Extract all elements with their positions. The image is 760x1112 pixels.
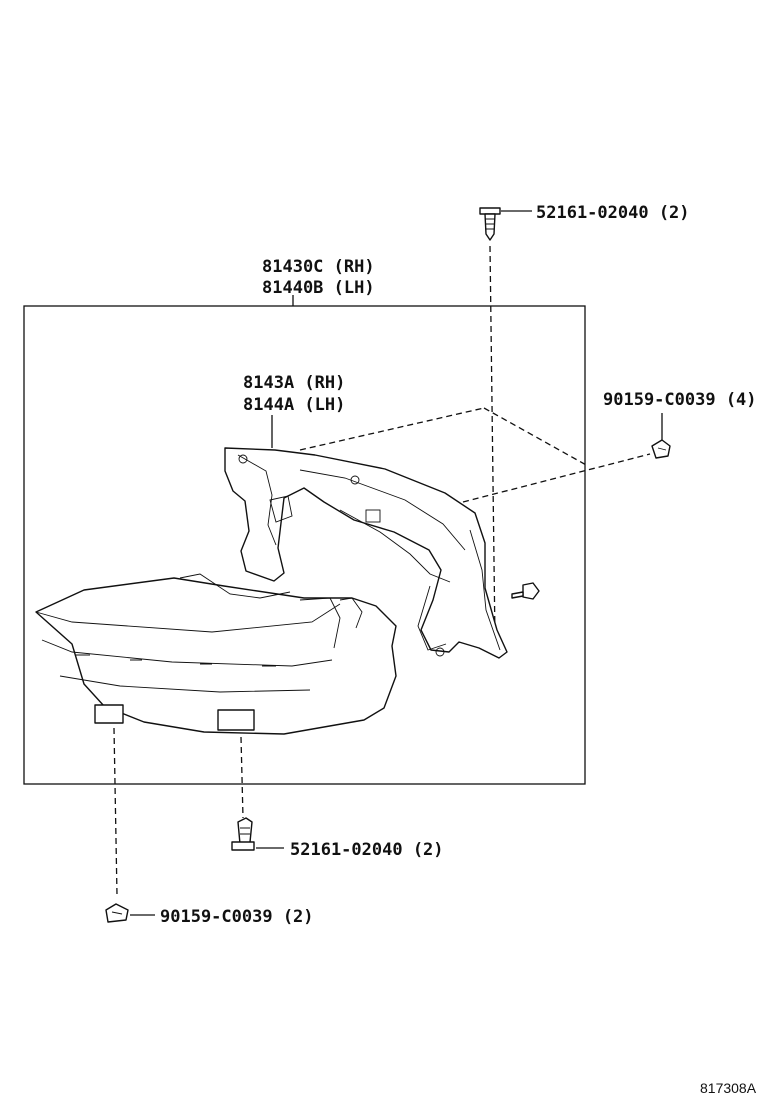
assembly-frame xyxy=(23,305,586,785)
label-assembly-lh: 81440B (LH) xyxy=(262,278,375,298)
lamp-bracket xyxy=(224,447,508,659)
screw-icon xyxy=(231,817,255,851)
diagram-code: 817308A xyxy=(700,1080,757,1096)
label-assembly-rh: 81430C (RH) xyxy=(262,257,375,277)
label-bracket-lh: 8144A (LH) xyxy=(243,395,345,415)
fog-lamp-housing xyxy=(35,573,397,735)
clip-nut-icon xyxy=(105,903,129,923)
label-screw-bottom: 52161-02040 (2) xyxy=(290,840,444,860)
screw-icon xyxy=(479,207,501,241)
bolt-icon xyxy=(511,582,540,600)
label-nut-right: 90159-C0039 (4) xyxy=(603,390,757,410)
label-bracket-rh: 8143A (RH) xyxy=(243,373,345,393)
clip-nut-icon xyxy=(651,439,671,459)
label-screw-top: 52161-02040 (2) xyxy=(536,203,690,223)
label-nut-bottom: 90159-C0039 (2) xyxy=(160,907,314,927)
